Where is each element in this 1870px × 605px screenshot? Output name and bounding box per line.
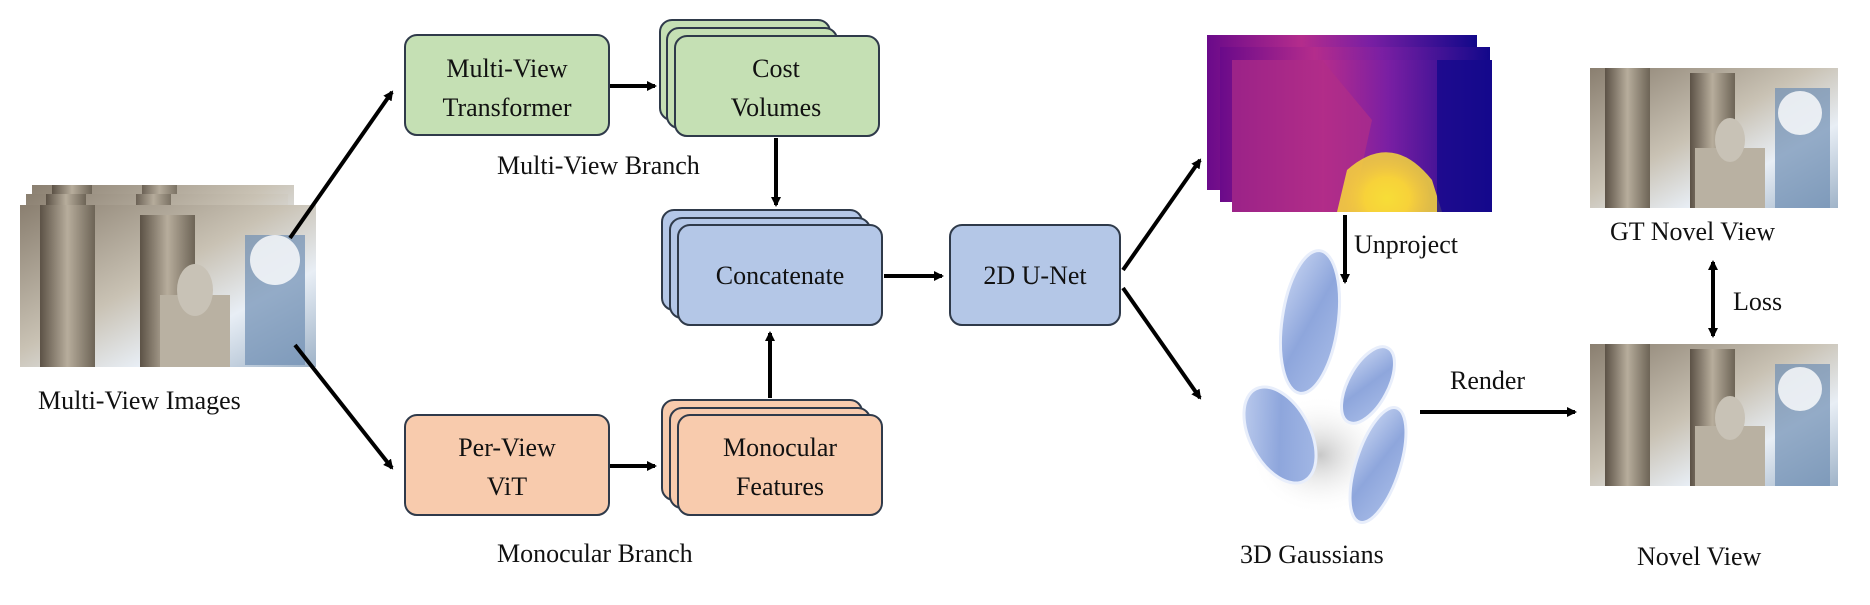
arrows: [288, 81, 1718, 471]
multiview-images-label: Multi-View Images: [38, 386, 241, 415]
render-label: Render: [1450, 366, 1526, 395]
gt-novel-view-image: [1590, 68, 1838, 208]
multiview-transformer-box: Multi-View Transformer: [404, 34, 610, 136]
monocular-features-line2: Features: [736, 472, 824, 501]
novel-view-image: [1590, 344, 1838, 486]
cost-volumes-box: Cost Volumes: [659, 19, 880, 137]
cost-volumes-line2: Volumes: [731, 93, 822, 122]
monocular-branch-label: Monocular Branch: [497, 539, 693, 568]
loss-label: Loss: [1733, 287, 1783, 316]
cost-volumes-line1: Cost: [752, 54, 800, 83]
arrow-unet-to-depth: [1121, 158, 1202, 272]
multiview-images-stack: [20, 185, 316, 367]
unet-label: 2D U-Net: [983, 261, 1087, 290]
concatenate-box: Concatenate: [661, 209, 883, 326]
multiview-transformer-line1: Multi-View: [446, 54, 567, 83]
depth-maps-stack: [1207, 35, 1492, 212]
perview-vit-box: Per-View ViT: [404, 414, 610, 516]
multiview-branch-label: Multi-View Branch: [497, 151, 700, 180]
arrow-unet-to-gaussians: [1121, 286, 1202, 400]
unet-box: 2D U-Net: [949, 224, 1121, 326]
gt-novel-view-label: GT Novel View: [1610, 217, 1776, 246]
multiview-transformer-line2: Transformer: [442, 93, 571, 122]
novel-view-label: Novel View: [1637, 542, 1762, 571]
monocular-features-line1: Monocular: [723, 433, 837, 462]
gaussians-illustration: [1242, 249, 1408, 524]
perview-vit-line2: ViT: [487, 472, 527, 501]
unproject-label: Unproject: [1354, 230, 1458, 259]
arrow-images-to-vit: [293, 343, 394, 470]
perview-vit-line1: Per-View: [458, 433, 556, 462]
monocular-features-box: Monocular Features: [661, 399, 883, 516]
gaussians-label: 3D Gaussians: [1240, 540, 1384, 569]
arrow-images-to-transformer: [288, 90, 394, 240]
concatenate-label: Concatenate: [716, 261, 845, 290]
